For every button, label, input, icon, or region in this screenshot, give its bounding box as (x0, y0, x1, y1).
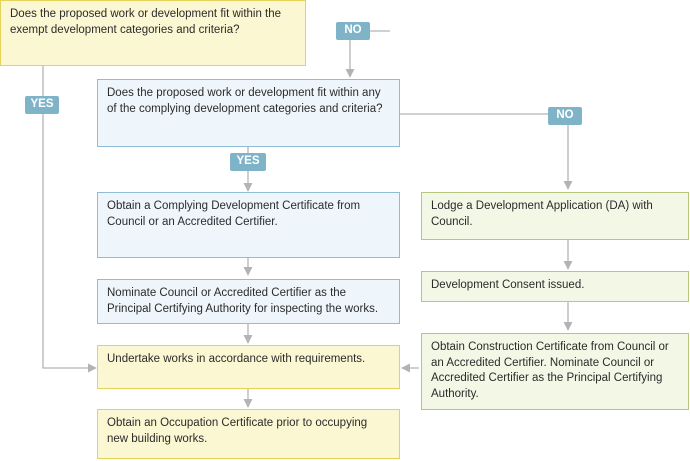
lodge-da-text: Lodge a Development Application (DA) wit… (431, 200, 653, 228)
yes-label-complying: YES (230, 153, 266, 171)
development-consent-box: Development Consent issued. (421, 271, 689, 302)
construction-certificate-box: Obtain Construction Certificate from Cou… (421, 333, 689, 410)
complying-question-box: Does the proposed work or development fi… (97, 79, 400, 147)
undertake-works-box: Undertake works in accordance with requi… (97, 345, 400, 389)
construction-certificate-text: Obtain Construction Certificate from Cou… (431, 341, 669, 400)
arrow-q1-yes-to-undertake (42, 66, 97, 373)
complying-question-text: Does the proposed work or development fi… (107, 87, 383, 115)
development-consent-text: Development Consent issued. (431, 279, 585, 291)
no-label-exempt: NO (336, 22, 370, 40)
obtain-cdc-text: Obtain a Complying Development Certifica… (107, 200, 361, 228)
exempt-question-text: Does the proposed work or development fi… (10, 8, 282, 36)
occupation-certificate-box: Obtain an Occupation Certificate prior t… (97, 409, 400, 459)
yes-label-exempt: YES (25, 96, 59, 114)
nominate-pca-text: Nominate Council or Accredited Certifier… (107, 287, 379, 315)
arrow-q2-no-to-da (400, 113, 573, 190)
exempt-question-box: Does the proposed work or development fi… (0, 0, 306, 66)
undertake-works-text: Undertake works in accordance with requi… (107, 353, 366, 365)
no-label-complying: NO (548, 107, 582, 125)
nominate-pca-box: Nominate Council or Accredited Certifier… (97, 279, 400, 324)
lodge-da-box: Lodge a Development Application (DA) wit… (421, 192, 689, 240)
occupation-certificate-text: Obtain an Occupation Certificate prior t… (107, 417, 368, 445)
obtain-cdc-box: Obtain a Complying Development Certifica… (97, 192, 400, 258)
